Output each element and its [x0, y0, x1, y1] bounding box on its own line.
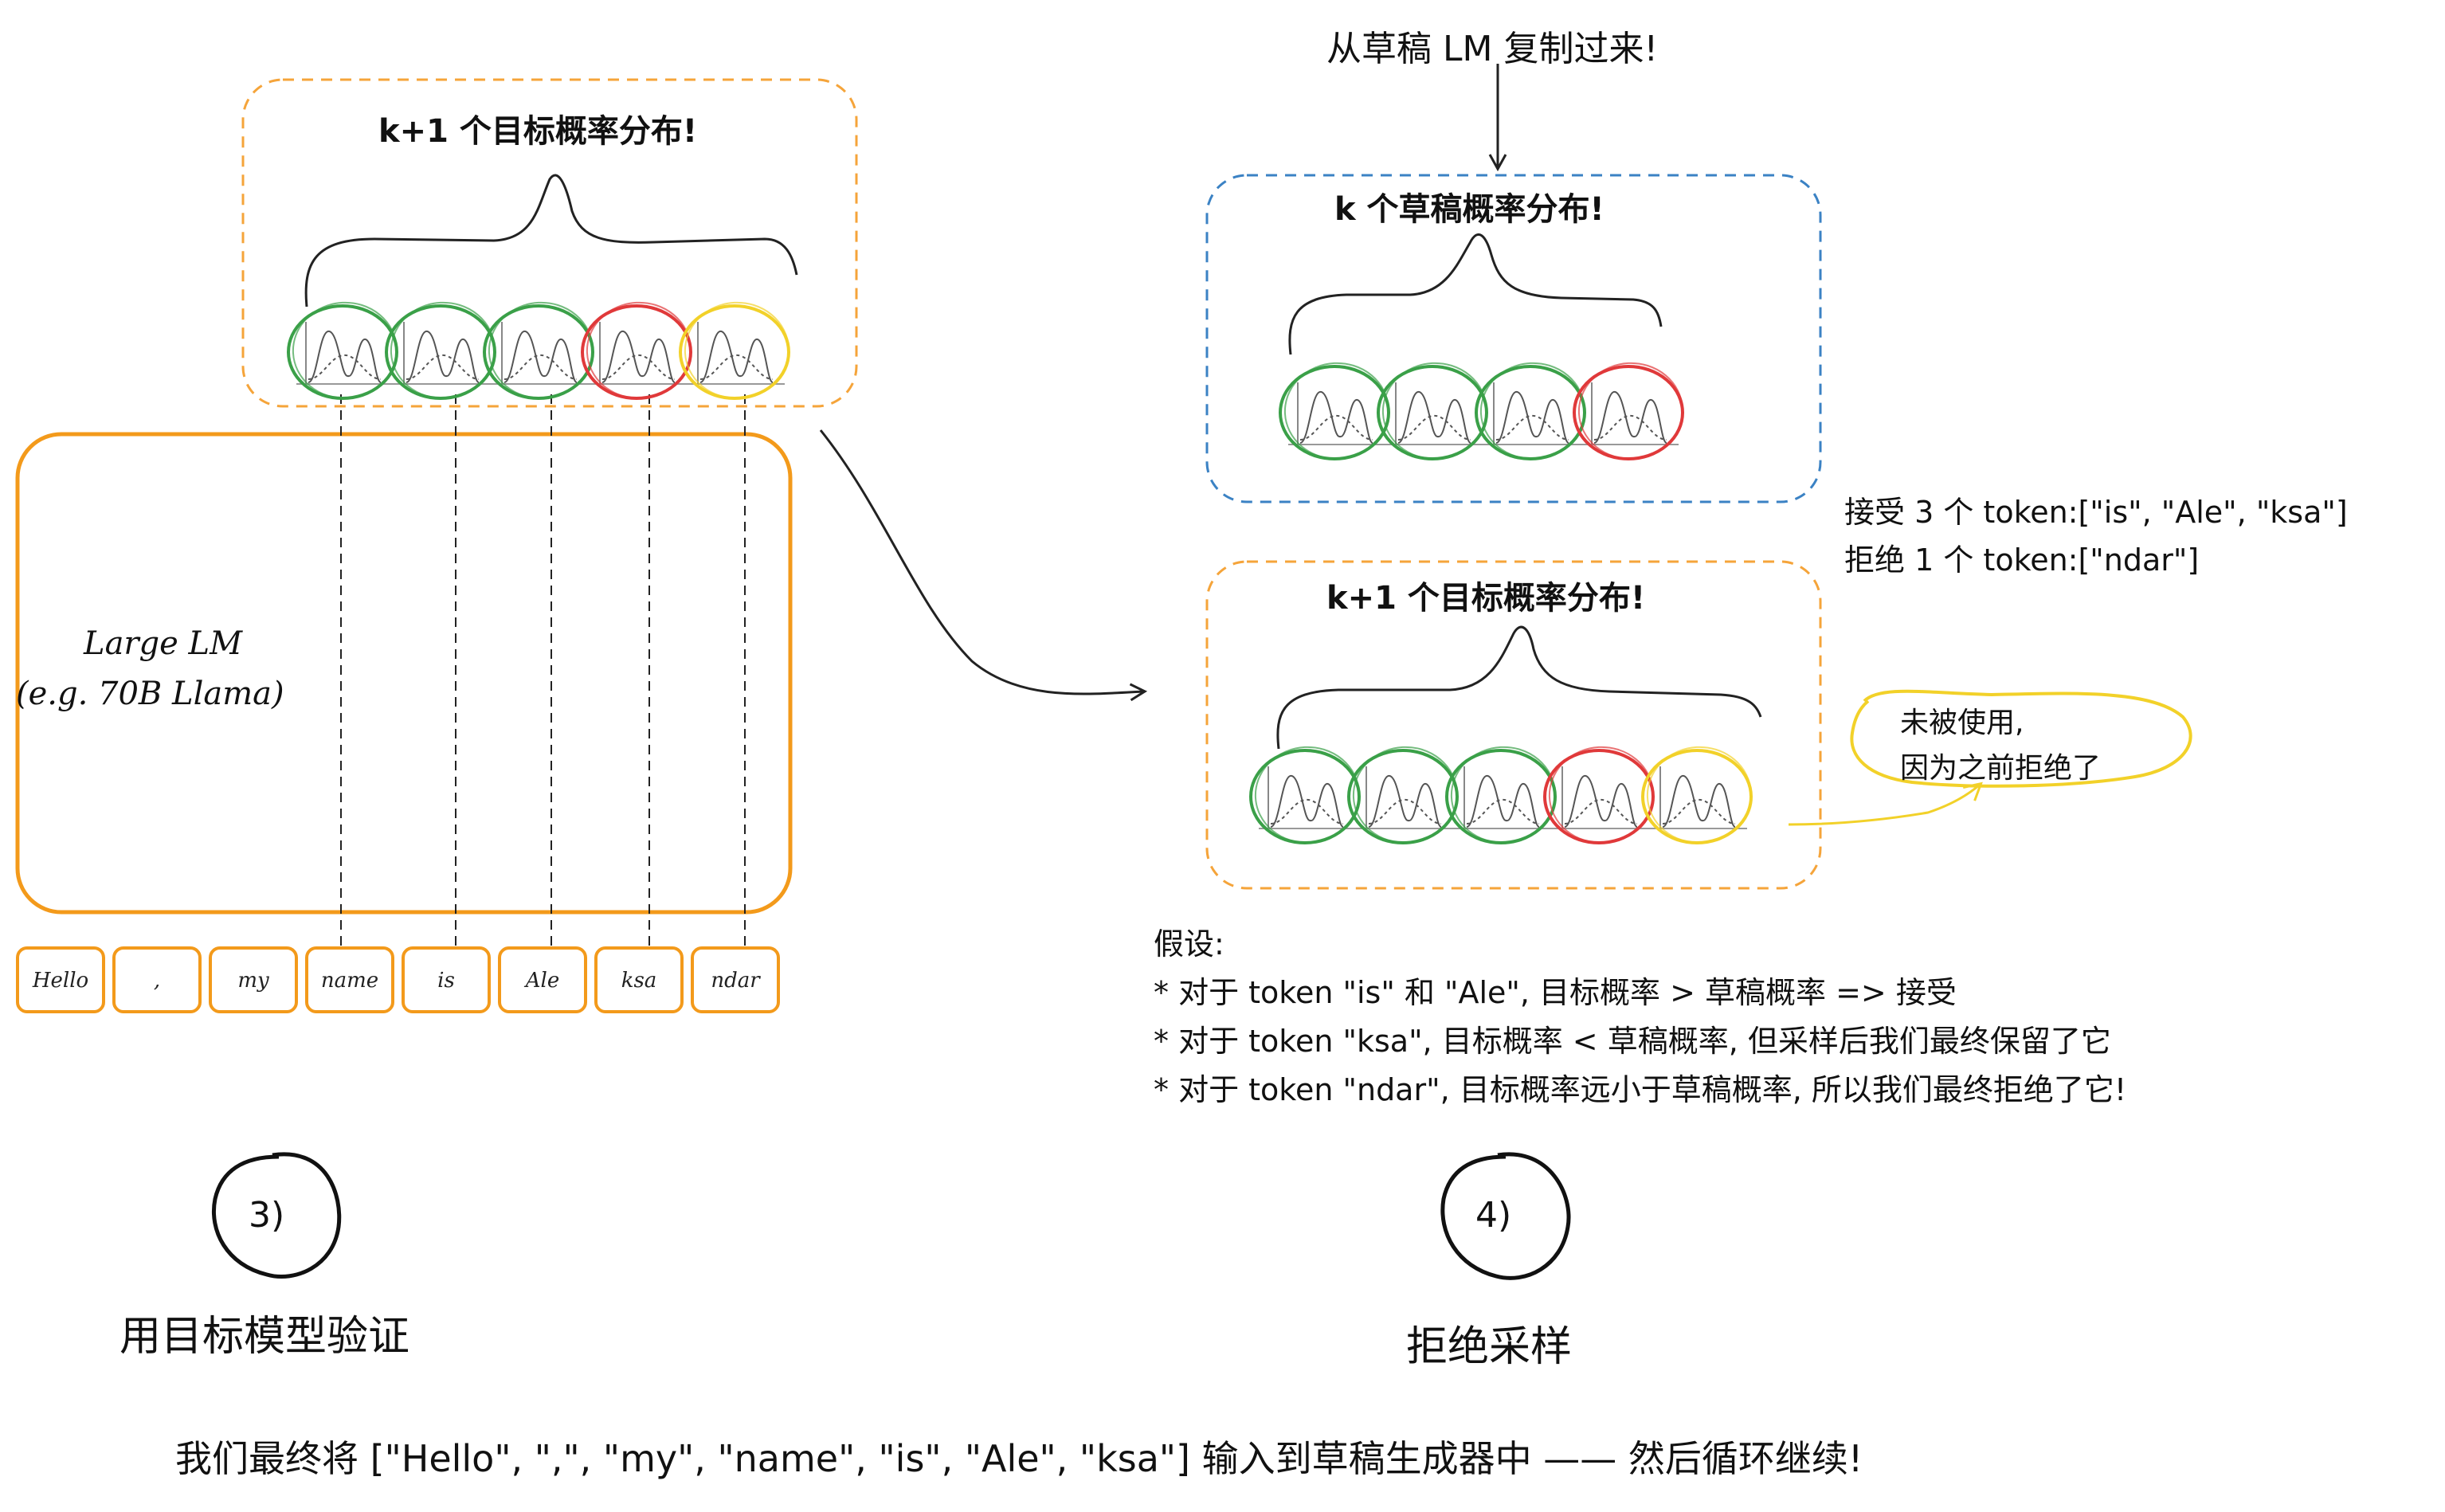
left-brace	[304, 174, 798, 307]
token-box: Ale	[498, 946, 587, 1013]
right-target-distributions	[1249, 746, 1753, 844]
left-target-dist-container	[241, 78, 858, 408]
token-box: ksa	[594, 946, 684, 1013]
assumption-line: * 对于 token "ndar", 目标概率远小于草稿概率, 所以我们最终拒绝…	[1154, 1072, 2127, 1107]
token-box: ,	[112, 946, 202, 1013]
token-box: Hello	[16, 946, 105, 1013]
right-target-brace	[1276, 625, 1762, 750]
draft-distributions	[1279, 362, 1684, 460]
unused-line2: 因为之前拒绝了	[1900, 752, 2102, 785]
unused-bubble	[1850, 689, 2192, 788]
reject-line: 拒绝 1 个 token:["ndar"]	[1844, 543, 2200, 578]
token-box: is	[402, 946, 491, 1013]
distribution-red	[1543, 746, 1655, 844]
token-label: ndar	[711, 969, 761, 993]
left-target-distributions	[287, 301, 790, 400]
assumption-line: * 对于 token "ksa", 目标概率 < 草稿概率, 但采样后我们最终保…	[1154, 1024, 2111, 1059]
distribution-green	[1249, 746, 1361, 844]
step-3-number: 3)	[249, 1195, 285, 1236]
step-4-number: 4)	[1475, 1195, 1512, 1236]
step-4-caption: 拒绝采样	[1406, 1323, 1573, 1371]
model-label-line1: Large LM	[84, 625, 243, 662]
distribution-green	[1347, 746, 1459, 844]
right-target-dist-title: k+1 个目标概率分布!	[1326, 580, 1646, 617]
distribution-yellow	[679, 301, 790, 400]
distribution-green	[1475, 362, 1586, 460]
copied-note: 从草稿 LM 复制过来!	[1326, 29, 1659, 69]
distribution-red	[581, 301, 692, 400]
left-connectors	[340, 394, 746, 948]
draft-dist-container	[1205, 174, 1822, 503]
distribution-green	[287, 301, 398, 400]
distribution-green	[1445, 746, 1557, 844]
token-box: my	[209, 946, 298, 1013]
distribution-green	[483, 301, 594, 400]
token-label: ,	[154, 969, 160, 993]
token-label: Hello	[32, 969, 88, 993]
left-target-dist-title: k+1 个目标概率分布!	[378, 113, 698, 150]
step-4-circle	[1440, 1152, 1571, 1280]
draft-dist-title: k 个草稿概率分布!	[1334, 191, 1605, 228]
distribution-yellow	[1641, 746, 1753, 844]
token-label: Ale	[524, 969, 559, 993]
token-row: Hello, my name is Ale ksa ndar	[16, 946, 780, 1013]
token-label: name	[321, 969, 378, 993]
token-box: name	[305, 946, 394, 1013]
distribution-green	[385, 301, 496, 400]
draft-brace	[1288, 233, 1663, 355]
unused-arrow	[1788, 781, 1983, 826]
token-box: ndar	[691, 946, 780, 1013]
assumptions-heading: 假设:	[1154, 926, 1224, 962]
distribution-green	[1279, 362, 1390, 460]
token-label: is	[437, 969, 455, 993]
step-3-circle	[212, 1152, 342, 1279]
assumptions-block: 假设: * 对于 token "is" 和 "Ale", 目标概率 > 草稿概率…	[1154, 920, 2126, 1114]
unused-line1: 未被使用,	[1900, 707, 2024, 739]
footer-conclusion: 我们最终将 ["Hello", ",", "my", "name", "is",…	[175, 1437, 1863, 1480]
distribution-red	[1573, 362, 1684, 460]
transition-arrow	[819, 429, 1148, 702]
accept-line: 接受 3 个 token:["is", "Ale", "ksa"]	[1844, 495, 2348, 530]
step-3-caption: 用目标模型验证	[120, 1313, 410, 1361]
distribution-green	[1377, 362, 1488, 460]
token-label: ksa	[621, 969, 657, 993]
right-target-dist-container	[1205, 560, 1822, 890]
assumption-line: * 对于 token "is" 和 "Ale", 目标概率 > 草稿概率 => …	[1154, 975, 1957, 1010]
token-label: my	[237, 969, 269, 993]
model-label-line2: (e.g. 70B Llama)	[16, 676, 284, 712]
large-lm-box	[15, 432, 793, 915]
